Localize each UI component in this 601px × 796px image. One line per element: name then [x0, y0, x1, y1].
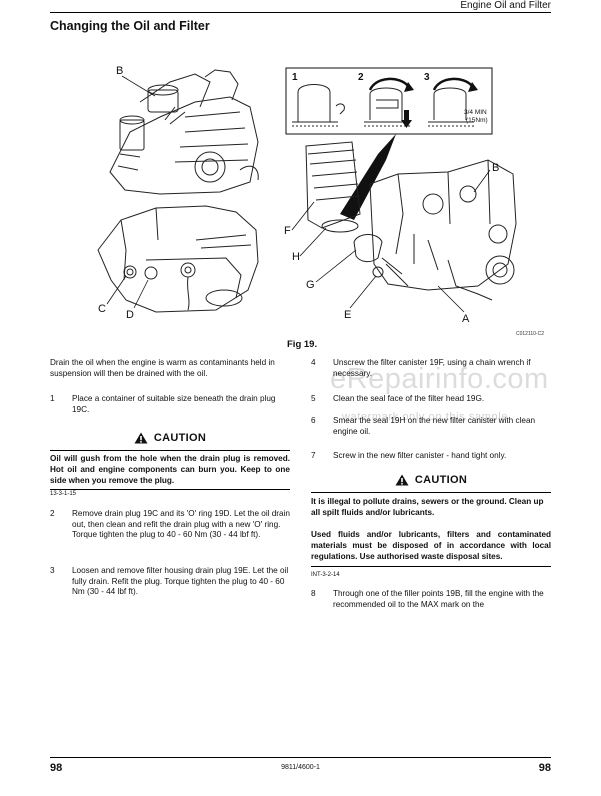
caution-2-bottom-rule	[311, 566, 551, 567]
step-6-text: Smear the seal 19H on the new filter can…	[333, 416, 536, 436]
caution-2-code: INT-3-2-14	[311, 572, 340, 578]
step-3-text: Loosen and remove filter housing drain p…	[72, 566, 289, 597]
fig-label-b-right: B	[492, 162, 499, 174]
intro-paragraph: Drain the oil when the engine is warm as…	[50, 358, 275, 378]
fig-label-b-left: B	[116, 65, 123, 77]
footer-rule	[50, 757, 551, 758]
header-rule	[50, 12, 551, 13]
fig-label-g: G	[306, 279, 315, 291]
inset-torque-line1: 3/4 MIN	[464, 109, 487, 116]
caution-1-code: 13-3-1-15	[50, 491, 77, 497]
caution-1-text: Oil will gush from the hole when the dra…	[50, 450, 290, 490]
step-3: 3 Loosen and remove filter housing drain…	[50, 566, 290, 598]
caution-1-heading: CAUTION	[50, 430, 290, 446]
engine-sump-illustration: C D	[97, 205, 259, 321]
warning-triangle-icon	[134, 432, 148, 444]
step-6-number: 6	[311, 416, 316, 425]
step-7: 7 Screw in the new filter canister - han…	[311, 451, 551, 462]
caution-1-label: CAUTION	[153, 431, 207, 444]
fig-label-a: A	[462, 313, 470, 325]
filter-illustration: 1 2 3 3/4 MIN (15Nm) B F H G E A	[284, 67, 517, 325]
step-5-text: Clean the seal face of the filter head 1…	[333, 394, 485, 403]
fig-label-c: C	[98, 303, 106, 315]
fig-label-f: F	[284, 225, 291, 237]
step-1-number: 1	[50, 394, 55, 403]
step-1-text: Place a container of suitable size benea…	[72, 394, 276, 414]
step-7-number: 7	[311, 451, 316, 460]
inset-step-3: 3	[424, 72, 430, 83]
figure-code: C012110-C2	[516, 331, 544, 337]
fig-label-h: H	[292, 251, 300, 263]
step-2-text: Remove drain plug 19C and its 'O' ring 1…	[72, 509, 290, 540]
caution-2-text-2: Used fluids and/or lubricants, filters a…	[311, 530, 551, 562]
footer-page-right: 98	[538, 762, 551, 774]
running-header: Engine Oil and Filter	[460, 0, 551, 11]
page-title: Changing the Oil and Filter	[50, 19, 210, 33]
step-5: 5 Clean the seal face of the filter head…	[311, 394, 551, 405]
footer-page-left: 98	[50, 762, 63, 774]
step-4: 4 Unscrew the filter canister 19F, using…	[311, 358, 551, 379]
watermark-main: eRepairinfo.com	[330, 363, 549, 395]
step-4-text: Unscrew the filter canister 19F, using a…	[333, 358, 531, 378]
step-4-number: 4	[311, 358, 316, 367]
engine-top-illustration: B	[109, 65, 259, 195]
figure-caption: Fig 19.	[287, 339, 318, 350]
step-2: 2 Remove drain plug 19C and its 'O' ring…	[50, 509, 290, 541]
caution-2-top-rule	[311, 492, 551, 493]
step-8-number: 8	[311, 589, 316, 598]
fig-label-d: D	[126, 309, 134, 321]
inset-step-2: 2	[358, 72, 364, 83]
step-2-number: 2	[50, 509, 55, 518]
step-8: 8 Through one of the filler points 19B, …	[311, 589, 551, 610]
inset-torque-line2: (15Nm)	[466, 117, 488, 124]
step-5-number: 5	[311, 394, 316, 403]
fig-label-e: E	[344, 309, 351, 321]
step-3-number: 3	[50, 566, 55, 575]
inset-step-1: 1	[292, 72, 298, 83]
warning-triangle-icon	[395, 474, 409, 486]
caution-2-label: CAUTION	[414, 473, 468, 486]
step-1: 1 Place a container of suitable size ben…	[50, 394, 290, 415]
step-6: 6 Smear the seal 19H on the new filter c…	[311, 416, 551, 437]
footer-doc-number: 9811/4600-1	[281, 764, 320, 771]
step-7-text: Screw in the new filter canister - hand …	[333, 451, 507, 460]
step-8-text: Through one of the filler points 19B, fi…	[333, 589, 544, 609]
caution-2-text-1: It is illegal to pollute drains, sewers …	[311, 497, 544, 518]
caution-2-heading: CAUTION	[311, 472, 551, 488]
watermark-sub: watermark only on this sample	[342, 411, 508, 423]
